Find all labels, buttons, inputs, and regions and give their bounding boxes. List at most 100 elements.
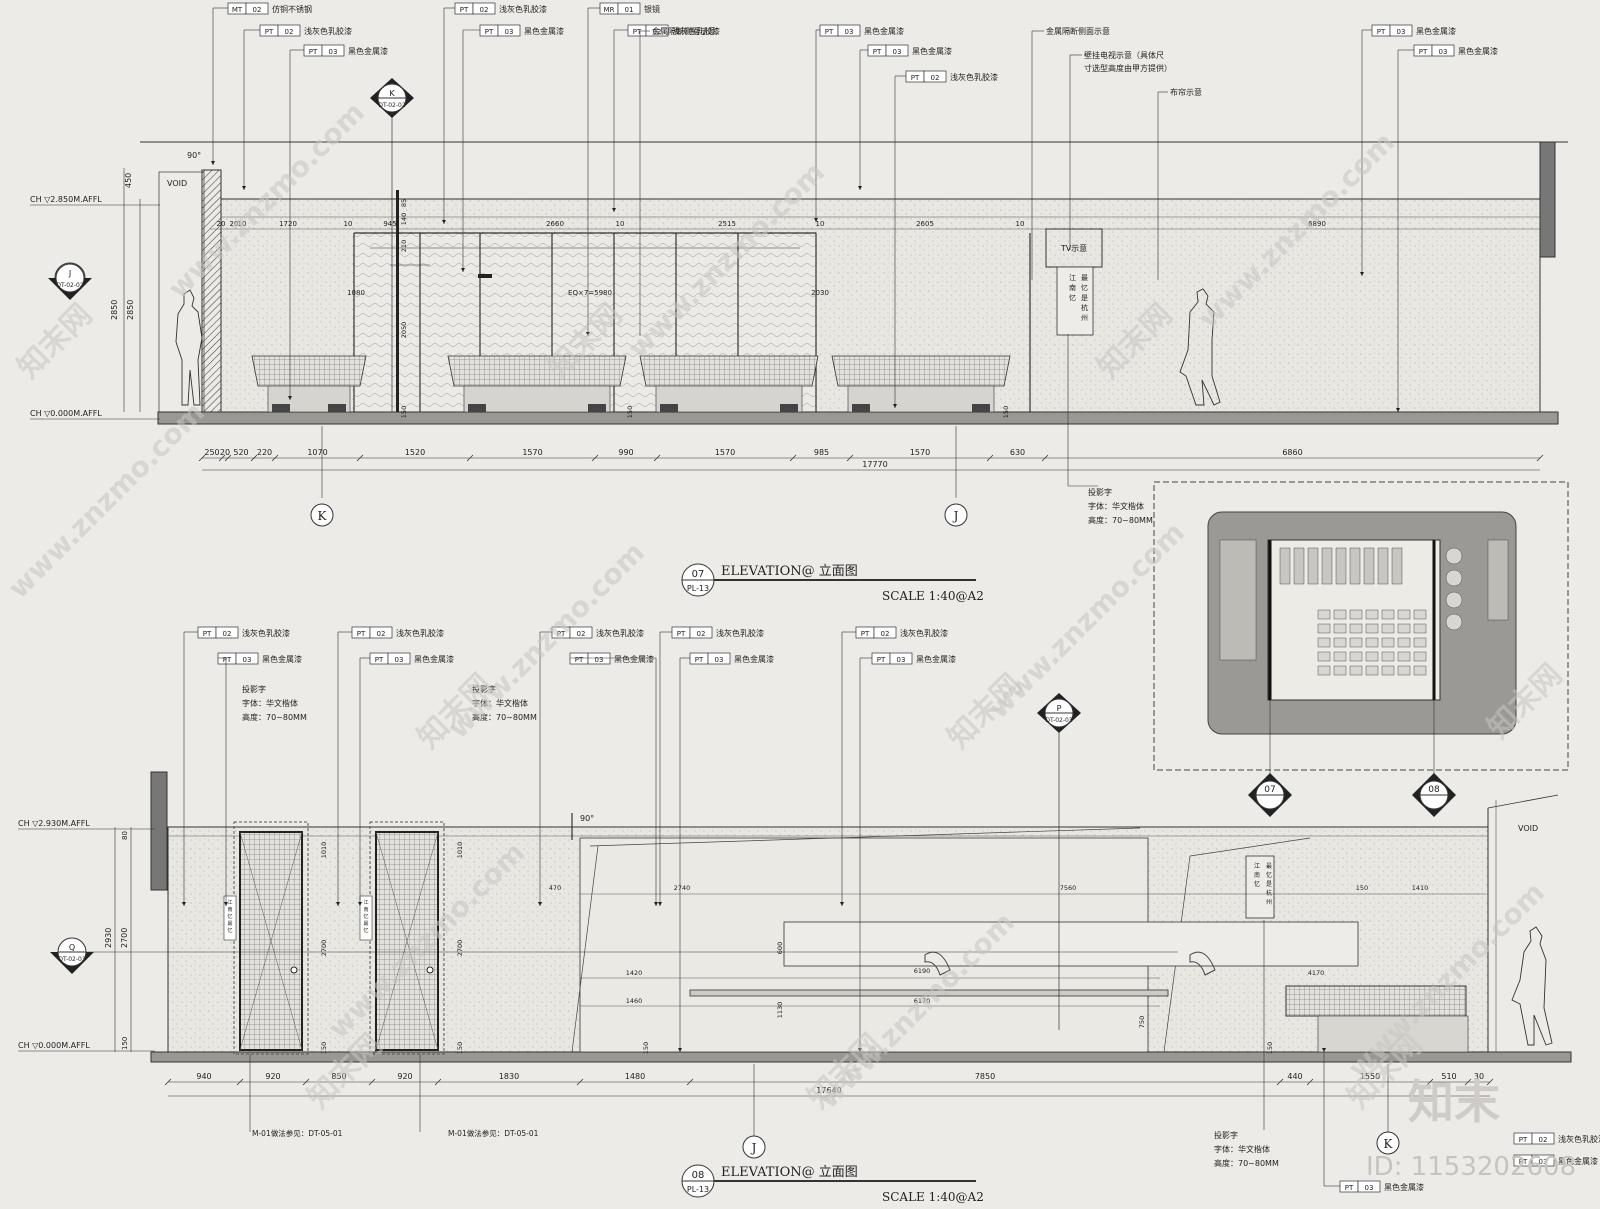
dim-tick <box>1486 1078 1494 1086</box>
callout-code: 03 <box>1365 1184 1374 1192</box>
projection-note-line: 投影字 <box>1214 1130 1238 1140</box>
callout-code: 02 <box>253 6 262 14</box>
angle-label: 90° <box>187 151 201 160</box>
table <box>1413 665 1427 676</box>
svg-text:SCALE 1:40@A2: SCALE 1:40@A2 <box>882 1190 984 1204</box>
section-marker-q: Q DT-02-03 <box>50 937 1178 974</box>
callout-tag: PT <box>223 656 232 664</box>
svg-text:DT-02-02: DT-02-02 <box>56 282 84 289</box>
callout-code-box <box>587 652 611 665</box>
callout-code: 01 <box>625 6 634 14</box>
dim-value: 2030 <box>811 289 829 297</box>
callout-tag: PT <box>557 630 566 638</box>
callout-tag: PT <box>1345 1184 1354 1192</box>
dim-value: 470 <box>549 884 561 892</box>
projection-note-line: 投影字 <box>1088 487 1112 497</box>
sign-char: 是 <box>1266 881 1272 888</box>
callout-tag: PT <box>575 656 584 664</box>
callout-tag: PT <box>911 74 920 82</box>
dim-tick <box>250 454 258 462</box>
bench-base <box>463 385 611 413</box>
grid-bubble-k <box>310 503 334 527</box>
callout-tag: PT <box>375 656 384 664</box>
leader-arrow <box>461 268 465 272</box>
kitchen-unit <box>1279 547 1291 585</box>
svg-text:P: P <box>1057 704 1062 713</box>
door-sign <box>223 895 237 941</box>
dim-value: 85 <box>400 199 408 207</box>
drawing-title-08: 08 PL-13 ELEVATION@ 立面图 SCALE 1:40@A2 <box>681 1164 984 1204</box>
sign-text: 江南忆最忆是杭州 <box>1069 274 1088 322</box>
dim-tick <box>1464 1078 1472 1086</box>
dim-value: 1080 <box>347 289 365 297</box>
callout-code: 03 <box>845 28 854 36</box>
note-text: 金属隔断侧面示意 <box>652 26 716 36</box>
table <box>1397 637 1411 648</box>
table <box>1413 609 1427 620</box>
sign-char: 是 <box>1081 294 1088 302</box>
section-marker-k: K DT-02-02 <box>370 78 414 412</box>
lamp-symbol <box>924 951 951 976</box>
callout-code-box <box>645 24 669 37</box>
key-marker-08: 08 <box>1412 773 1456 817</box>
callout-code: 03 <box>243 656 252 664</box>
table <box>1317 637 1331 648</box>
level-bottom: CH ▽0.000M.AFFL <box>30 409 102 418</box>
leader-arrow <box>538 902 542 906</box>
bench-foot <box>588 404 606 412</box>
dim-value: 1070 <box>307 448 327 457</box>
dim-value: 150 <box>320 1042 328 1054</box>
callout-tag: PT <box>203 630 212 638</box>
dim-value: 10 <box>816 220 825 228</box>
level-bottom: CH ▽0.000M.AFFL <box>18 1041 90 1050</box>
table <box>1381 623 1395 634</box>
dim-tick <box>198 454 206 462</box>
leader-arrow <box>612 208 616 212</box>
key-plan-frame <box>1153 481 1569 771</box>
dim-value: 140 <box>400 213 408 225</box>
bench-seat <box>251 355 367 387</box>
leader-arrow <box>182 902 186 906</box>
svg-text:PL-13: PL-13 <box>687 1185 709 1194</box>
dim-value: 150 <box>456 1042 464 1054</box>
leader-arrow <box>358 902 362 906</box>
callout-tag: PT <box>265 28 274 36</box>
leader-arrow <box>288 396 292 400</box>
person-figure <box>175 289 203 406</box>
callout-tag: PT <box>460 6 469 14</box>
callout-text: 黑色金属漆 <box>1416 26 1456 36</box>
brand-logo: 知末 <box>1408 1075 1500 1129</box>
table <box>1365 637 1379 648</box>
callout-tag: PT <box>1377 28 1386 36</box>
dim-value: 150 <box>1266 1042 1274 1054</box>
callout-code: 02 <box>697 630 706 638</box>
callout-tag: PT <box>877 656 886 664</box>
callout-code: 03 <box>595 656 604 664</box>
dim-value: 4170 <box>1308 969 1325 977</box>
callout-code: 03 <box>1539 1158 1548 1166</box>
callout-tag: PT <box>485 28 494 36</box>
callout-code-box <box>889 652 913 665</box>
end-wall <box>1539 141 1556 258</box>
callout-code: 03 <box>715 656 724 664</box>
dim-value: 10 <box>1016 220 1025 228</box>
bench-seat <box>639 355 819 387</box>
dim-value: 7850 <box>975 1072 995 1081</box>
dim-value: 920 <box>397 1072 412 1081</box>
total-dim: 17640 <box>816 1086 841 1095</box>
callout-tag: PT <box>309 48 318 56</box>
callout-code-box <box>873 626 897 639</box>
dim-value: 7560 <box>1060 884 1077 892</box>
height-dim: 2850 <box>126 300 135 320</box>
callout-tag: PT <box>1419 48 1428 56</box>
leader-arrow <box>654 902 658 906</box>
dim-value: 20 <box>220 448 230 457</box>
